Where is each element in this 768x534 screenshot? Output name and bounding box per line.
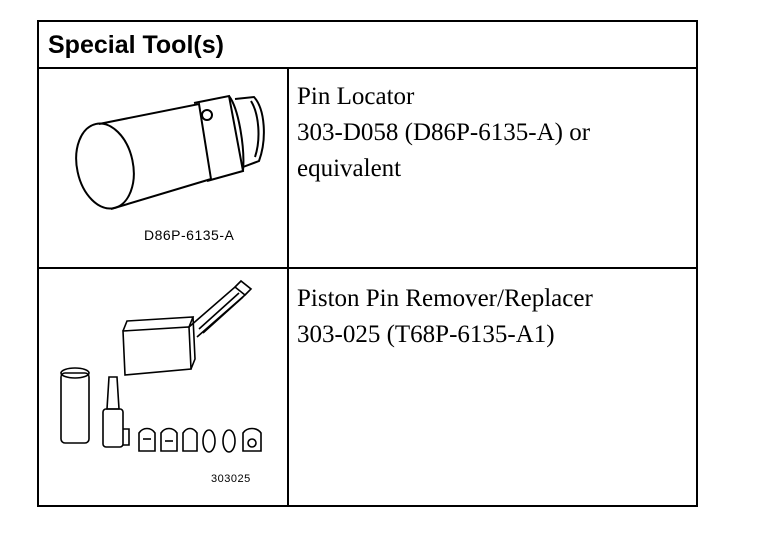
tool-name: Piston Pin Remover/Replacer bbox=[297, 285, 593, 312]
tool-description: Piston Pin Remover/Replacer 303-025 (T68… bbox=[297, 281, 692, 353]
table-row: D86P-6135-A Pin Locator 303-D058 (D86P-6… bbox=[39, 69, 696, 269]
tool-description: Pin Locator 303-D058 (D86P-6135-A) or eq… bbox=[297, 79, 692, 187]
pin-locator-illustration bbox=[75, 94, 265, 210]
table-row: 303025 Piston Pin Remover/Replacer 303-0… bbox=[39, 269, 696, 505]
tool-image-cell: 303025 bbox=[39, 269, 289, 505]
tool-code-label: D86P-6135-A bbox=[144, 227, 235, 243]
tool-code-label: 303025 bbox=[211, 473, 251, 485]
tool-part-number: 303-025 (T68P-6135-A1) bbox=[297, 321, 555, 348]
piston-pin-kit-illustration bbox=[60, 279, 262, 453]
tool-name: Pin Locator bbox=[297, 83, 415, 110]
table-header: Special Tool(s) bbox=[39, 22, 696, 69]
special-tools-table: Special Tool(s) D86P-6135-A bbox=[37, 20, 698, 507]
tool-part-number: 303-D058 (D86P-6135-A) or equivalent bbox=[297, 119, 591, 182]
tool-image-cell: D86P-6135-A bbox=[39, 69, 289, 267]
